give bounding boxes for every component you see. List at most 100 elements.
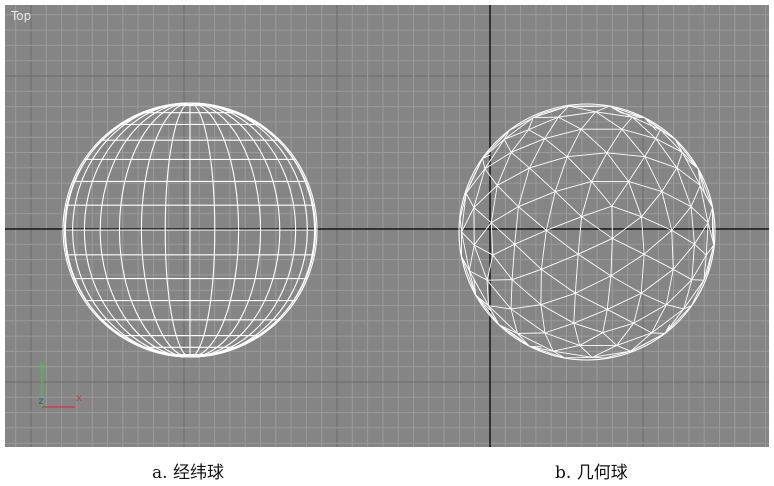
geosphere-edge [595, 111, 623, 130]
geosphere-edge [602, 309, 608, 333]
geosphere-edge [641, 216, 672, 231]
geosphere-edge [544, 332, 580, 346]
geosphere-edge [540, 292, 576, 306]
geosphere-edge [579, 345, 593, 358]
geosphere-edge [473, 278, 477, 296]
geosphere-edge [544, 116, 559, 139]
geosphere-edge [609, 105, 645, 119]
y-axis-label: y [39, 360, 45, 371]
geosphere-edge [514, 229, 547, 245]
geosphere-edge [484, 139, 505, 170]
geosphere-edge [529, 138, 546, 169]
geosphere-edge [517, 167, 530, 207]
geosphere-edge [671, 206, 692, 231]
geosphere-edge [545, 191, 556, 231]
geosphere-edge [473, 244, 488, 281]
geosphere-edge [529, 345, 565, 359]
geosphere-edge [541, 268, 576, 294]
geosphere-edge [610, 253, 645, 277]
geosphere-edge [528, 129, 545, 139]
geosphere-edge [486, 279, 512, 310]
geosphere-edge [461, 231, 470, 271]
geosphere-edge [491, 311, 500, 325]
geosphere-edge [511, 268, 542, 281]
geosphere-edge [703, 255, 707, 281]
geosphere-edge [591, 345, 617, 358]
geosphere-edge [533, 112, 544, 119]
geosphere-edge [511, 279, 542, 306]
geosphere-edge [459, 218, 462, 233]
geosphere-edge [671, 230, 674, 270]
geosphere-edge [673, 268, 693, 281]
geosphere-edge [632, 116, 661, 131]
x-axis-label: x [76, 393, 82, 404]
geosphere-edge [674, 139, 699, 170]
geosphere-edge [699, 185, 709, 223]
geosphere-edge [473, 222, 492, 246]
geosphere-edge [510, 151, 530, 169]
geosphere-edge [514, 206, 519, 245]
geosphere-edge [690, 185, 701, 207]
geosphere-edge [697, 168, 713, 208]
geosphere-edge [514, 243, 542, 270]
geosphere-edge [492, 254, 513, 280]
geosphere-edge [707, 222, 715, 246]
geosphere-edge [690, 206, 709, 224]
geosphere-edge [580, 128, 608, 154]
geosphere-edge [616, 345, 631, 352]
geosphere-edge [641, 191, 663, 217]
geosphere-edge [510, 308, 518, 334]
viewport-canvas[interactable]: y z x [5, 5, 769, 447]
geosphere-edge [630, 345, 641, 352]
lat-long-sphere-wireframe[interactable] [62, 102, 318, 358]
geosphere-edge [606, 152, 629, 182]
geosphere-edge [691, 244, 695, 280]
geosphere-edge [707, 207, 713, 223]
geosphere-edge [661, 167, 678, 192]
geosphere-edge [518, 191, 556, 208]
geosphere-edge [554, 191, 582, 218]
geodesic-sphere-wireframe[interactable] [458, 103, 716, 361]
geosphere-edge [473, 207, 492, 224]
geosphere-edge [540, 304, 575, 324]
geosphere-edge [674, 139, 683, 153]
geosphere-edge [681, 152, 701, 186]
geosphere-edge [484, 151, 512, 170]
geosphere-edge [705, 244, 715, 256]
geosphere-edge [691, 279, 705, 306]
geosphere-edge [546, 229, 579, 255]
viewport-label[interactable]: Top [11, 9, 32, 23]
geosphere-edge [633, 322, 652, 334]
geosphere-edge [517, 332, 545, 334]
geosphere-edge [469, 270, 488, 281]
geosphere-edge [508, 117, 534, 131]
geosphere-edge [602, 332, 617, 346]
geosphere-edge [591, 181, 613, 207]
geosphere-edge [621, 128, 656, 140]
geosphere-edge [510, 129, 529, 153]
geosphere-edge [651, 308, 684, 334]
geosphere-edge [643, 253, 674, 270]
geosphere-edge [473, 185, 498, 208]
top-viewport[interactable]: y z x Top [5, 5, 769, 447]
geosphere-edge [666, 304, 684, 310]
geosphere-edge [558, 116, 582, 130]
geosphere-edge [577, 253, 612, 277]
geosphere-edge [482, 154, 491, 159]
geosphere-edge [461, 231, 475, 246]
geosphere-edge [540, 304, 546, 333]
geosphere-edge [616, 332, 652, 346]
geosphere-edge [575, 292, 608, 310]
geosphere-edge [529, 167, 556, 192]
geosphere-edge [581, 181, 592, 217]
geosphere-edge [660, 129, 683, 153]
geosphere-edge [581, 105, 610, 108]
geosphere-edge [498, 324, 530, 347]
geosphere-edge [528, 117, 534, 130]
geosphere-edge [621, 128, 646, 157]
geosphere-edge [553, 350, 593, 358]
geosphere-edge [697, 168, 706, 194]
geosphere-edge [465, 193, 475, 208]
geosphere-edge [465, 168, 486, 194]
geosphere-edge [651, 332, 665, 334]
